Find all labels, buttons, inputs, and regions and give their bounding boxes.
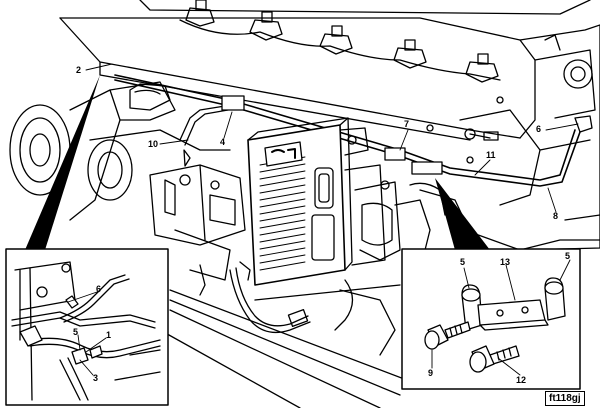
figure-reference: ft118gj xyxy=(545,391,585,406)
callout-13: 13 xyxy=(500,257,511,267)
fuel-line xyxy=(114,74,593,187)
callout-3: 3 xyxy=(93,373,99,383)
callout-1: 1 xyxy=(106,330,112,340)
callout-5-inset-left: 5 xyxy=(73,327,79,337)
callout-7: 7 xyxy=(404,119,410,129)
detail-inset-left xyxy=(5,248,169,406)
pulley-area xyxy=(9,81,231,221)
callout-11: 11 xyxy=(486,150,496,160)
callout-5-inset-right-b: 5 xyxy=(565,251,571,261)
callout-6-main: 6 xyxy=(536,124,542,134)
callout-12: 12 xyxy=(516,375,527,385)
callout-9: 9 xyxy=(428,368,434,378)
callout-4: 4 xyxy=(220,137,226,147)
detail-pointer-left xyxy=(25,75,100,250)
injector-row xyxy=(179,0,504,164)
callout-10: 10 xyxy=(148,139,159,149)
lower-frame xyxy=(159,289,421,408)
callout-6-inset: 6 xyxy=(96,284,102,294)
callout-5-inset-right-a: 5 xyxy=(460,257,466,267)
leader-lines xyxy=(67,63,579,376)
connector-cluster xyxy=(354,180,446,261)
callout-2: 2 xyxy=(76,65,82,75)
detail-pointer-right xyxy=(435,178,490,250)
fuel-pump xyxy=(149,164,246,281)
callout-8: 8 xyxy=(553,211,559,221)
ecm-module xyxy=(247,117,386,286)
